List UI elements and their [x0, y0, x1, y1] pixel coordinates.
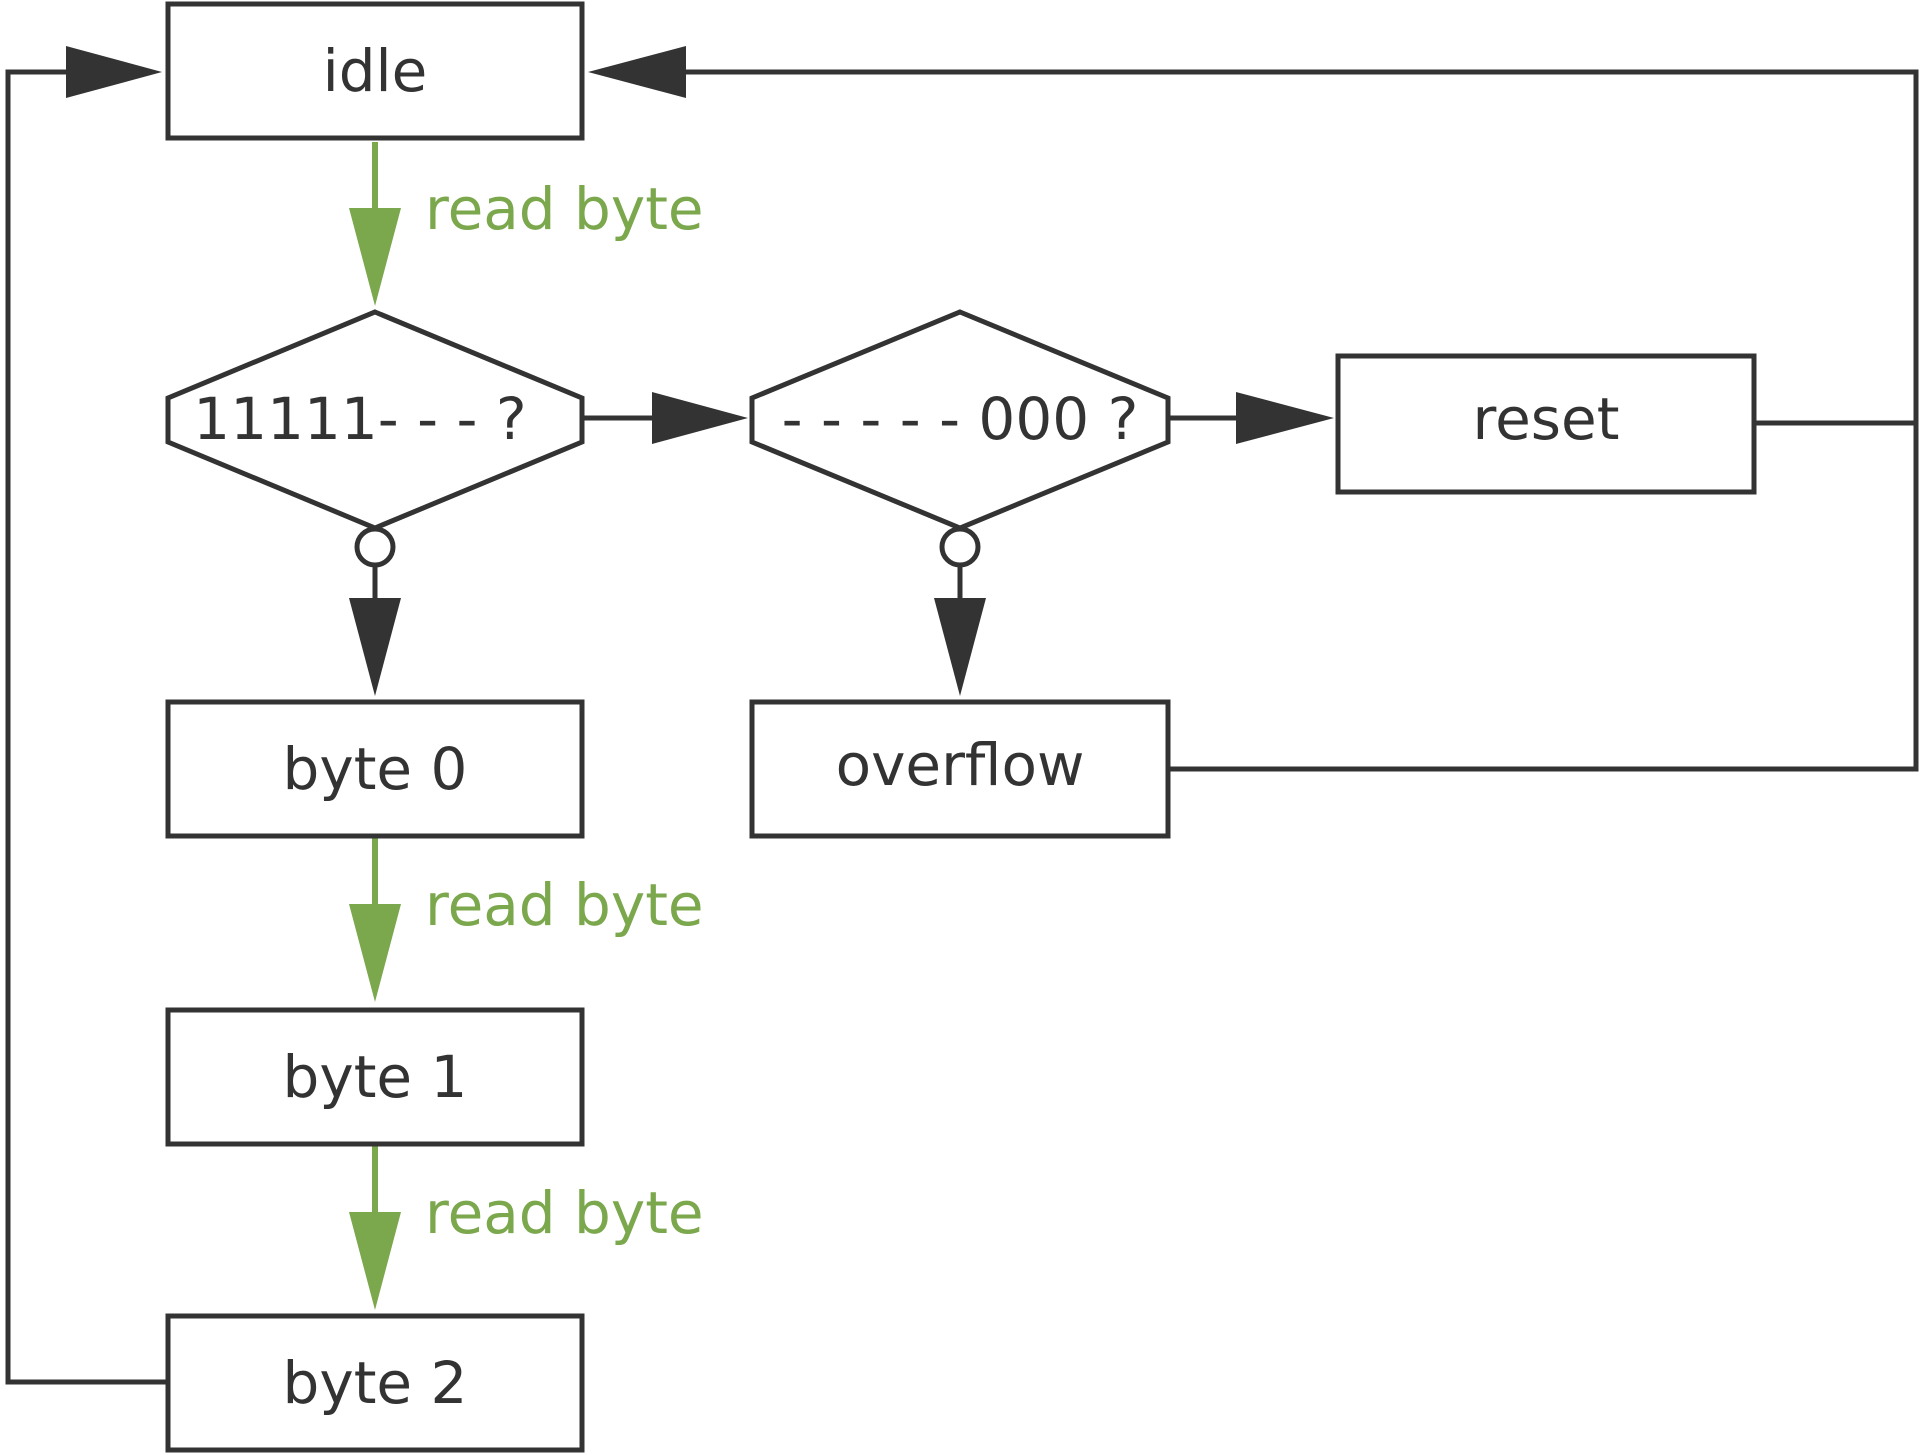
node-decision-header-label: 11111- - - ?: [193, 385, 526, 453]
negation-circle-overflow: [939, 526, 981, 568]
arrowhead-read-byte-2: [349, 904, 401, 1002]
node-byte0-label: byte 0: [283, 735, 468, 803]
node-byte1-label: byte 1: [283, 1043, 468, 1111]
node-byte0: [165, 699, 585, 839]
arrowhead-into-idle-right: [588, 46, 686, 98]
node-reset: [1335, 353, 1757, 495]
node-overflow: [749, 699, 1171, 839]
arrowhead-into-overflow: [934, 598, 986, 696]
edge-label-read-byte-1: read byte: [425, 175, 704, 243]
node-reset-label: reset: [1473, 385, 1620, 453]
node-idle: [165, 1, 585, 141]
arrowhead-into-reset: [1236, 392, 1334, 444]
node-overflow-label: overflow: [836, 731, 1085, 799]
node-byte1: [165, 1007, 585, 1147]
arrowhead-read-byte-1: [349, 208, 401, 306]
arrowhead-into-byte0: [349, 598, 401, 696]
negation-circle-header: [354, 526, 396, 568]
node-decision-overflow-label: - - - - - 000 ?: [782, 385, 1139, 453]
node-byte2: [165, 1313, 585, 1453]
edge-byte2-to-idle: [5, 69, 168, 1385]
node-idle-label: idle: [323, 37, 428, 105]
arrowhead-read-byte-3: [349, 1212, 401, 1310]
arrowhead-into-overflow-check: [652, 392, 748, 444]
edge-label-read-byte-3: read byte: [425, 1179, 704, 1247]
node-byte2-label: byte 2: [283, 1349, 468, 1417]
arrowhead-into-idle-left: [66, 46, 162, 98]
edge-label-read-byte-2: read byte: [425, 871, 704, 939]
